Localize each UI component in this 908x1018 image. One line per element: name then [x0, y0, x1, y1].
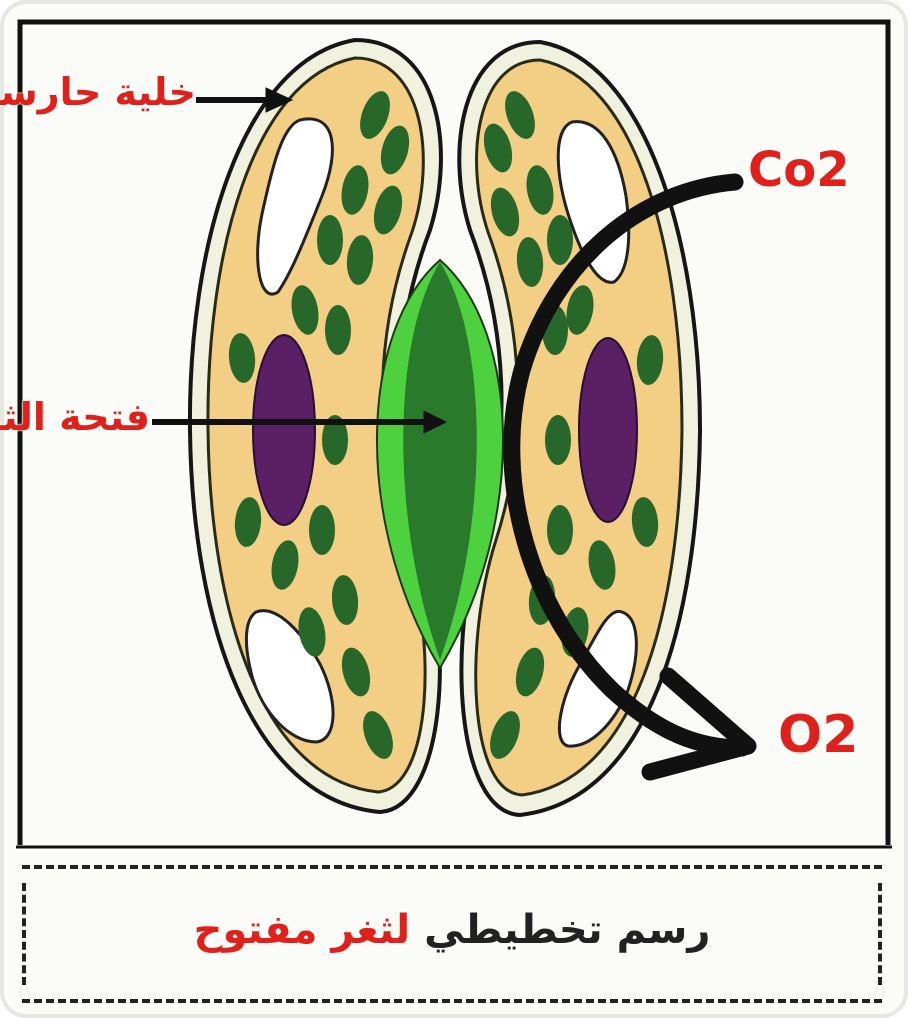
stoma-opening-label: فتحة الثغر: [0, 395, 150, 439]
chloroplast: [547, 215, 573, 265]
chloroplast: [317, 215, 343, 265]
chloroplast: [547, 505, 573, 555]
caption: رسم تخطيطي لثغر مفتوح: [22, 907, 882, 953]
guard-cell-label: خلية حارسة: [0, 70, 196, 114]
caption-box: رسم تخطيطي لثغر مفتوح: [22, 865, 882, 1003]
chloroplast: [545, 415, 571, 465]
right-nucleus: [579, 338, 637, 522]
caption-part-1: رسم تخطيطي: [424, 907, 710, 953]
left-nucleus: [253, 335, 315, 525]
chloroplast: [309, 505, 335, 555]
chloroplast: [325, 305, 351, 355]
co2-label: Co2: [748, 142, 850, 198]
caption-part-2: لثغر مفتوح: [194, 907, 411, 953]
o2-label: O2: [778, 705, 858, 765]
